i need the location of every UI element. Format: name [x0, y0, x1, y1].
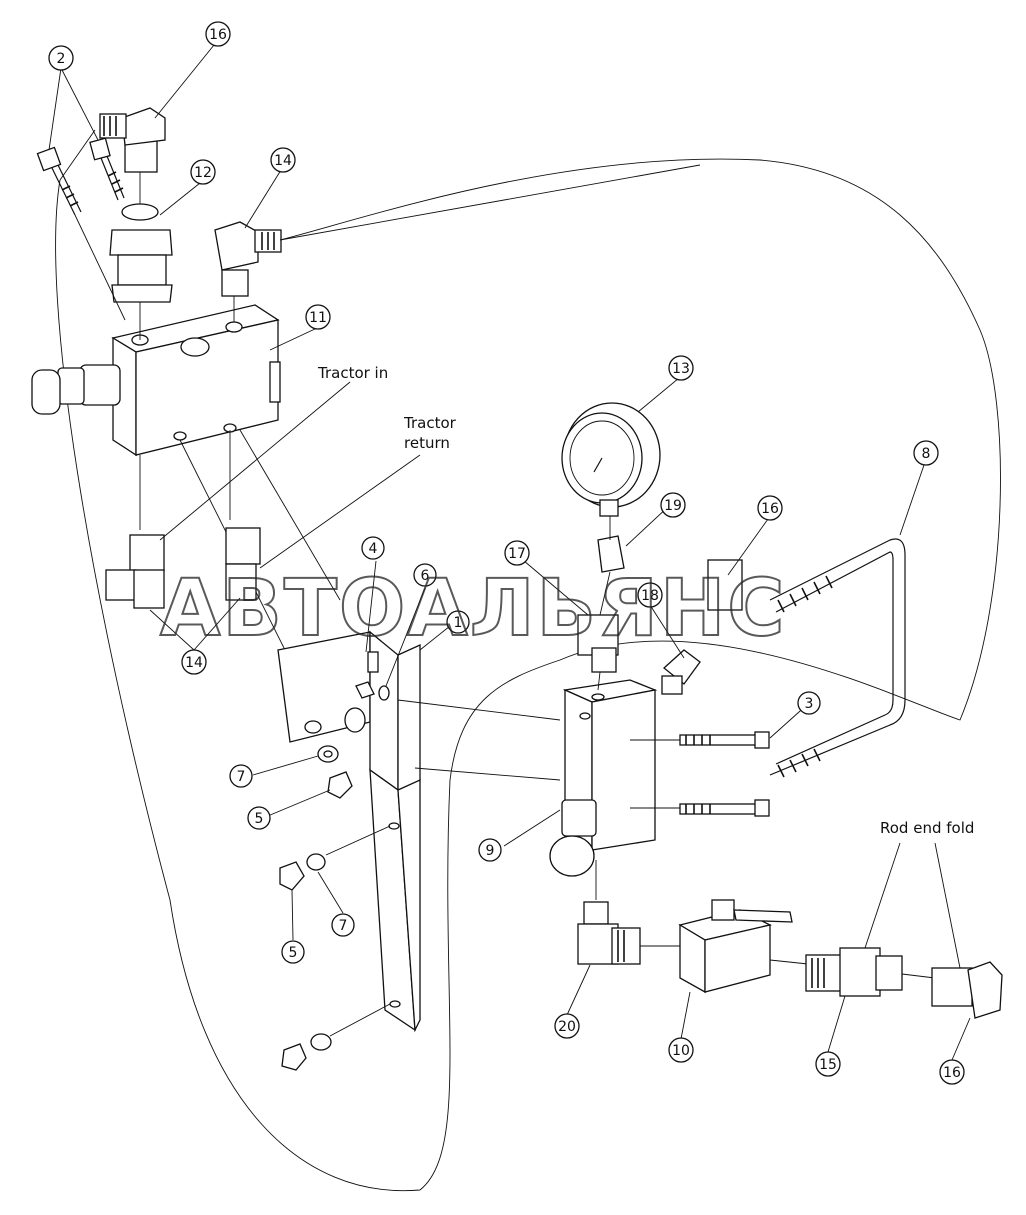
- svg-text:2: 2: [57, 51, 66, 67]
- callout-1: 1: [446, 610, 470, 634]
- svg-text:13: 13: [672, 361, 690, 377]
- callout-14-top: 14: [270, 147, 296, 173]
- callout-5-lower: 5: [281, 940, 305, 964]
- callout-19: 19: [660, 492, 686, 518]
- callout-12: 12: [190, 159, 216, 185]
- bolt-4: [355, 651, 379, 699]
- cap-9: [549, 799, 597, 877]
- shutoff-valve-10: [678, 899, 793, 994]
- tee-fitting-17: [577, 614, 619, 673]
- cartridge-12: [109, 203, 173, 303]
- callout-9: 9: [478, 838, 502, 862]
- svg-text:12: 12: [194, 165, 212, 181]
- callout-11: 11: [305, 304, 331, 330]
- callout-15: 15: [815, 1051, 841, 1077]
- callout-6: 6: [413, 563, 437, 587]
- svg-text:1: 1: [454, 615, 463, 631]
- valve-block-11: [111, 304, 281, 457]
- watermark-text: АВТОАЛЬЯНС: [160, 564, 787, 654]
- callout-2: 2: [48, 45, 74, 71]
- washer-7-lower: [306, 853, 326, 871]
- pressure-gauge-13: [561, 402, 661, 517]
- elbow-fitting-16-mid: [707, 559, 743, 611]
- label-rod-end-fold: Rod end fold: [880, 819, 974, 837]
- svg-text:9: 9: [486, 843, 495, 859]
- callout-17: 17: [504, 540, 530, 566]
- callout-14-bottom: 14: [181, 649, 207, 675]
- svg-text:4: 4: [369, 541, 378, 557]
- bolts-2: [36, 137, 125, 216]
- svg-text:19: 19: [664, 498, 682, 514]
- callout-5-upper: 5: [247, 806, 271, 830]
- callout-13: 13: [668, 355, 694, 381]
- assembly-outline: [55, 158, 1001, 1192]
- svg-text:7: 7: [237, 769, 246, 785]
- elbow-fitting-16-bottom: [931, 961, 1003, 1019]
- fitting-18: [661, 649, 701, 695]
- callout-18: 18: [637, 582, 663, 608]
- callout-3: 3: [797, 691, 821, 715]
- svg-text:14: 14: [185, 655, 203, 671]
- elbow-fitting-14-top: [214, 221, 282, 297]
- nut-5-lower: [279, 861, 305, 891]
- callout-16-mid: 16: [757, 495, 783, 521]
- nut-5-upper: [327, 771, 353, 799]
- tee-fitting-15: [805, 947, 903, 997]
- svg-text:3: 3: [805, 696, 814, 712]
- svg-text:5: 5: [289, 945, 298, 961]
- svg-text:5: 5: [255, 811, 264, 827]
- adapter-19: [597, 535, 625, 573]
- label-tractor-return-line2: return: [404, 434, 450, 452]
- adjust-knob: [31, 364, 121, 415]
- elbow-fitting-20: [577, 901, 641, 965]
- svg-text:16: 16: [761, 501, 779, 517]
- svg-text:17: 17: [508, 546, 526, 562]
- svg-text:10: 10: [672, 1043, 690, 1059]
- mounting-bracket: [277, 630, 421, 1033]
- callout-16-top: 16: [205, 21, 231, 47]
- svg-text:11: 11: [309, 310, 327, 326]
- washer-7-upper: [317, 745, 339, 763]
- svg-text:15: 15: [819, 1057, 837, 1073]
- svg-text:16: 16: [209, 27, 227, 43]
- svg-text:6: 6: [421, 568, 430, 584]
- svg-text:8: 8: [922, 446, 931, 462]
- callout-8: 8: [913, 440, 939, 466]
- svg-text:18: 18: [641, 588, 659, 604]
- svg-text:20: 20: [558, 1019, 576, 1035]
- nut-5-bottom: [281, 1033, 332, 1071]
- washer-6: [378, 685, 390, 701]
- callout-4: 4: [361, 536, 385, 560]
- svg-text:16: 16: [943, 1065, 961, 1081]
- callout-20: 20: [554, 1013, 580, 1039]
- label-tractor-return-line1: Tractor: [403, 414, 457, 432]
- svg-text:7: 7: [339, 918, 348, 934]
- elbow-fitting-14-right: [225, 527, 261, 601]
- bolts-3: [679, 731, 770, 817]
- callout-10: 10: [668, 1037, 694, 1063]
- elbow-fitting-16-top: [99, 107, 166, 173]
- callout-7-lower: 7: [331, 913, 355, 937]
- elbow-fitting-14-left: [105, 534, 165, 609]
- label-tractor-in: Tractor in: [317, 364, 388, 382]
- callout-16-bottom: 16: [939, 1059, 965, 1085]
- callout-7-upper: 7: [229, 764, 253, 788]
- u-bolt-8: [769, 538, 906, 778]
- svg-text:14: 14: [274, 153, 292, 169]
